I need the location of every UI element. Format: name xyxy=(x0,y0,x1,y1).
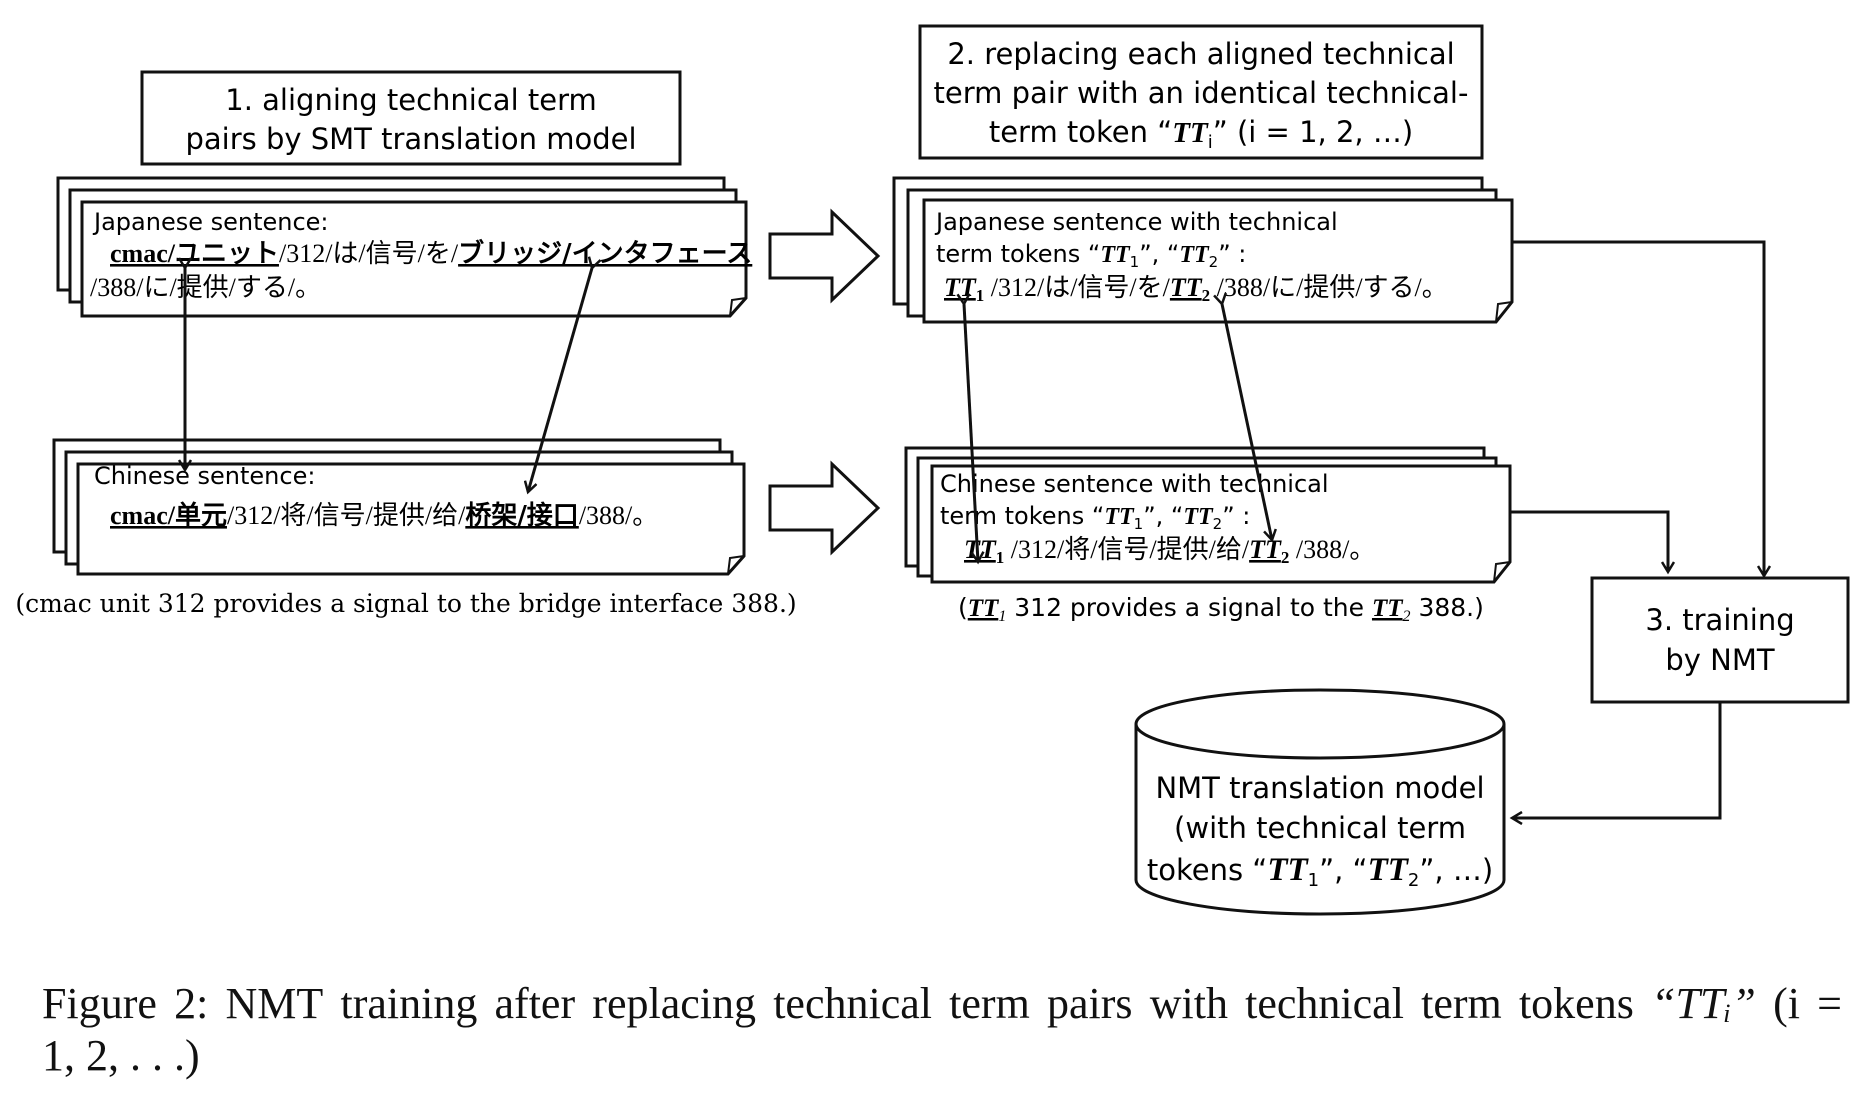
step2-line2: term pair with an identical technical- xyxy=(934,76,1469,110)
jp-token-stack: Japanese sentence with technical term to… xyxy=(892,176,1514,324)
token-arrow-tt2 xyxy=(1222,304,1272,540)
jp-source-line1: cmac/ユニット/312/は/信号/を/ブリッジ/インタフェース xyxy=(110,238,752,269)
zh-token-stack: Chinese sentence with technical term tok… xyxy=(904,446,1512,584)
step3-line1: 3. training xyxy=(1645,603,1794,637)
block-arrow-zh xyxy=(768,460,881,556)
caption-word: = xyxy=(1817,979,1842,1028)
block-arrow-jp xyxy=(768,208,881,304)
step2-line1: 2. replacing each aligned technical xyxy=(947,37,1454,71)
caption-word: 2: xyxy=(174,979,209,1028)
step1-box: 1. aligning technical term pairs by SMT … xyxy=(140,70,682,166)
zh-token-label1: Chinese sentence with technical xyxy=(940,470,1329,498)
nmt-model-line3: tokens “TT1”, “TT2”, …) xyxy=(1147,852,1493,891)
step2-box: 2. replacing each aligned technical term… xyxy=(918,24,1484,160)
caption-word: (i xyxy=(1773,979,1800,1028)
jp-token-label2: term tokens “TT1”, “TT2” : xyxy=(936,240,1246,271)
step1-line1: 1. aligning technical term xyxy=(225,83,596,117)
zh-token-line: TT1 /312/将/信号/提供/给/TT2 /388/。 xyxy=(964,535,1375,567)
jp-source-label: Japanese sentence: xyxy=(92,208,329,236)
nmt-model-line1: NMT translation model xyxy=(1155,771,1484,805)
zh-source-stack: Chinese sentence: cmac/单元/312/将/信号/提供/给/… xyxy=(52,438,746,576)
token-arrow-tt1 xyxy=(964,304,978,562)
jp-source-stack: Japanese sentence: cmac/ユニット/312/は/信号/を/… xyxy=(56,176,752,318)
caption-line1: Figure 2: NMT training after replacing t… xyxy=(42,978,1842,1030)
flow-training-to-model xyxy=(1512,702,1722,818)
jp-token-line: TT1 /312/は/信号/を/TT2 /388/に/提供/する/。 xyxy=(944,273,1448,305)
caption-word: training xyxy=(340,979,478,1028)
zh-source-label: Chinese sentence: xyxy=(94,462,315,490)
nmt-model-cylinder: NMT translation model (with technical te… xyxy=(1134,688,1506,916)
jp-source-line2: /388/に/提供/する/。 xyxy=(90,273,321,302)
caption-word: replacing xyxy=(592,979,756,1028)
step2-line3: term token “TTi” (i = 1, 2, …) xyxy=(989,115,1413,153)
nmt-training-diagram: 1. aligning technical term pairs by SMT … xyxy=(15,24,1850,916)
step3-box: 3. training by NMT xyxy=(1590,576,1850,704)
caption-word: term xyxy=(949,979,1030,1028)
caption-word: “TTᵢ” xyxy=(1651,979,1756,1028)
figure-caption: Figure 2: NMT training after replacing t… xyxy=(42,978,1842,1082)
zh-token-label2: term tokens “TT1”, “TT2” : xyxy=(940,502,1250,533)
flow-jp-to-training xyxy=(1512,240,1764,576)
caption-word: with xyxy=(1149,979,1228,1028)
flow-zh-to-training xyxy=(1510,510,1668,572)
alignment-arrow-term2 xyxy=(528,268,592,492)
zh-source-line: cmac/单元/312/将/信号/提供/给/桥架/接口/388/。 xyxy=(110,501,658,531)
caption-word: pairs xyxy=(1047,979,1133,1028)
step1-line2: pairs by SMT translation model xyxy=(185,122,636,156)
caption-word: technical xyxy=(773,979,932,1028)
source-gloss: (cmac unit 312 provides a signal to the … xyxy=(15,589,796,618)
caption-word: tokens xyxy=(1518,979,1634,1028)
caption-word: after xyxy=(494,979,576,1028)
caption-word: NMT xyxy=(225,979,324,1028)
token-gloss: (TT1 312 provides a signal to the TT2 38… xyxy=(958,593,1484,625)
step3-line2: by NMT xyxy=(1665,643,1775,677)
caption-word: Figure xyxy=(42,979,157,1028)
caption-line2: 1, 2, . . .) xyxy=(42,1031,200,1080)
caption-word: term xyxy=(1421,979,1502,1028)
jp-token-label1: Japanese sentence with technical xyxy=(934,208,1338,236)
nmt-model-line2: (with technical term xyxy=(1174,811,1466,845)
caption-word: technical xyxy=(1245,979,1404,1028)
